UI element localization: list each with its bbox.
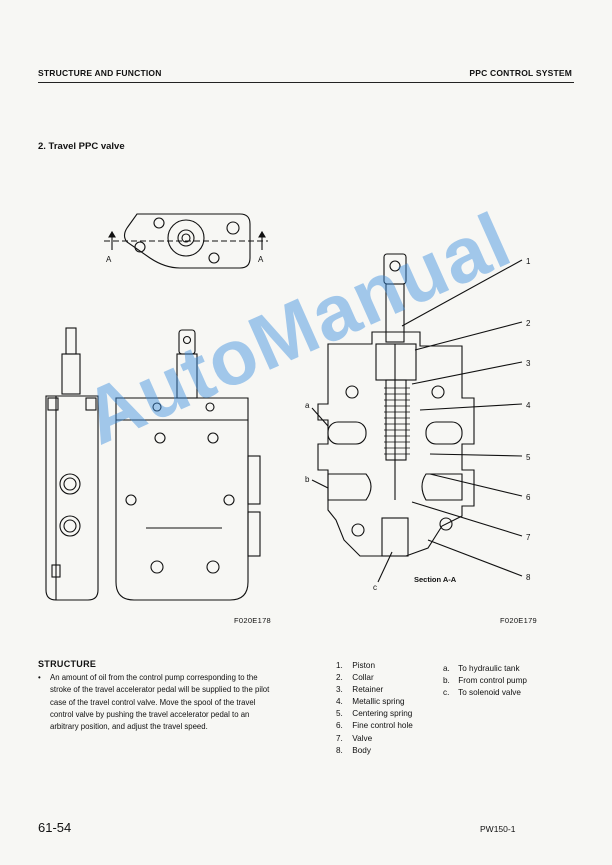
parts-list: 1. Piston 2. Collar 3. Retainer 4. Metal…	[336, 660, 413, 757]
page-number: 61-54	[38, 820, 72, 835]
callout-4: 4	[526, 401, 531, 410]
letter-b: b	[305, 475, 310, 484]
section-label: Section A-A	[414, 575, 457, 584]
flange-top-view	[104, 213, 268, 269]
figure-caption-right: F020E179	[500, 616, 538, 625]
parts-item: 8. Body	[336, 745, 371, 755]
ports-item: b. From control pump	[443, 676, 527, 686]
section-title: 2. Travel PPC valve	[38, 141, 125, 152]
front-view	[115, 329, 261, 601]
parts-item: 1. Piston	[336, 661, 376, 670]
side-view	[45, 327, 99, 601]
section-view	[311, 253, 523, 583]
parts-item: 5. Centering spring	[336, 709, 413, 719]
callout-5: 5	[526, 453, 531, 462]
letter-c: c	[373, 583, 377, 592]
structure-text: An amount of oil from the control pump c…	[50, 673, 270, 732]
callout-1: 1	[526, 257, 531, 266]
parts-item: 3. Retainer	[336, 685, 384, 695]
parts-item: 7. Valve	[336, 733, 373, 743]
ports-item: c. To solenoid valve	[443, 688, 521, 698]
ports-item: a. To hydraulic tank	[443, 664, 520, 673]
parts-item: 6. Fine control hole	[336, 721, 413, 731]
model-code: PW150-1	[480, 824, 516, 834]
cut-label-right: A	[258, 255, 264, 264]
header-left: STRUCTURE AND FUNCTION	[38, 68, 162, 78]
callout-7: 7	[526, 533, 531, 542]
letter-a: a	[305, 401, 310, 410]
parts-item: 4. Metallic spring	[336, 697, 405, 707]
header-right: PPC CONTROL SYSTEM	[469, 68, 572, 78]
structure-paragraph: • An amount of oil from the control pump…	[38, 672, 278, 733]
callout-3: 3	[526, 359, 531, 368]
callout-2: 2	[526, 319, 531, 328]
header-rule	[38, 82, 574, 83]
callout-6: 6	[526, 493, 531, 502]
figure-caption-left: F020E178	[234, 616, 272, 625]
parts-item: 2. Collar	[336, 673, 374, 683]
structure-heading: STRUCTURE	[38, 659, 97, 669]
ports-list: a. To hydraulic tank b. From control pum…	[443, 663, 527, 699]
cut-label-left: A	[106, 255, 112, 264]
callout-8: 8	[526, 573, 531, 582]
bullet: •	[38, 673, 41, 682]
